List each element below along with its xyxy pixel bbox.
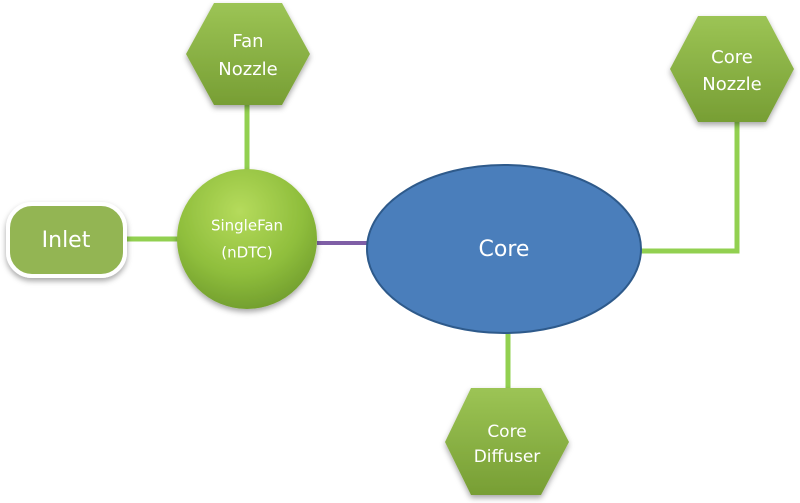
node-label-line-2: Diffuser: [474, 447, 541, 467]
hexagon-shape: [670, 16, 794, 122]
node-inlet[interactable]: Inlet: [6, 202, 127, 278]
node-singlefan[interactable]: SingleFan (nDTC): [177, 169, 317, 309]
node-label-line-2: (nDTC): [221, 244, 273, 262]
node-fan-nozzle[interactable]: Fan Nozzle: [186, 3, 310, 105]
node-core[interactable]: Core: [366, 164, 642, 334]
rounded-rect-shape: [6, 202, 127, 278]
node-label-line-1: Fan: [232, 31, 263, 52]
circle-shape: [177, 169, 317, 309]
node-label-line-2: Nozzle: [702, 74, 761, 95]
node-label-line-1: Core: [711, 47, 753, 68]
node-core-nozzle[interactable]: Core Nozzle: [670, 16, 794, 122]
hexagon-shape: [186, 3, 310, 105]
node-label-line-2: Nozzle: [218, 59, 277, 80]
node-label-line-1: Core: [487, 422, 526, 442]
node-core-diffuser[interactable]: Core Diffuser: [445, 388, 569, 495]
node-label: Inlet: [42, 228, 91, 253]
ellipse-shape: [366, 164, 642, 334]
node-label: Core: [479, 237, 530, 262]
hexagon-shape: [445, 388, 569, 495]
node-label-line-1: SingleFan: [211, 217, 283, 235]
edge-core-core-nozzle: [638, 122, 740, 254]
